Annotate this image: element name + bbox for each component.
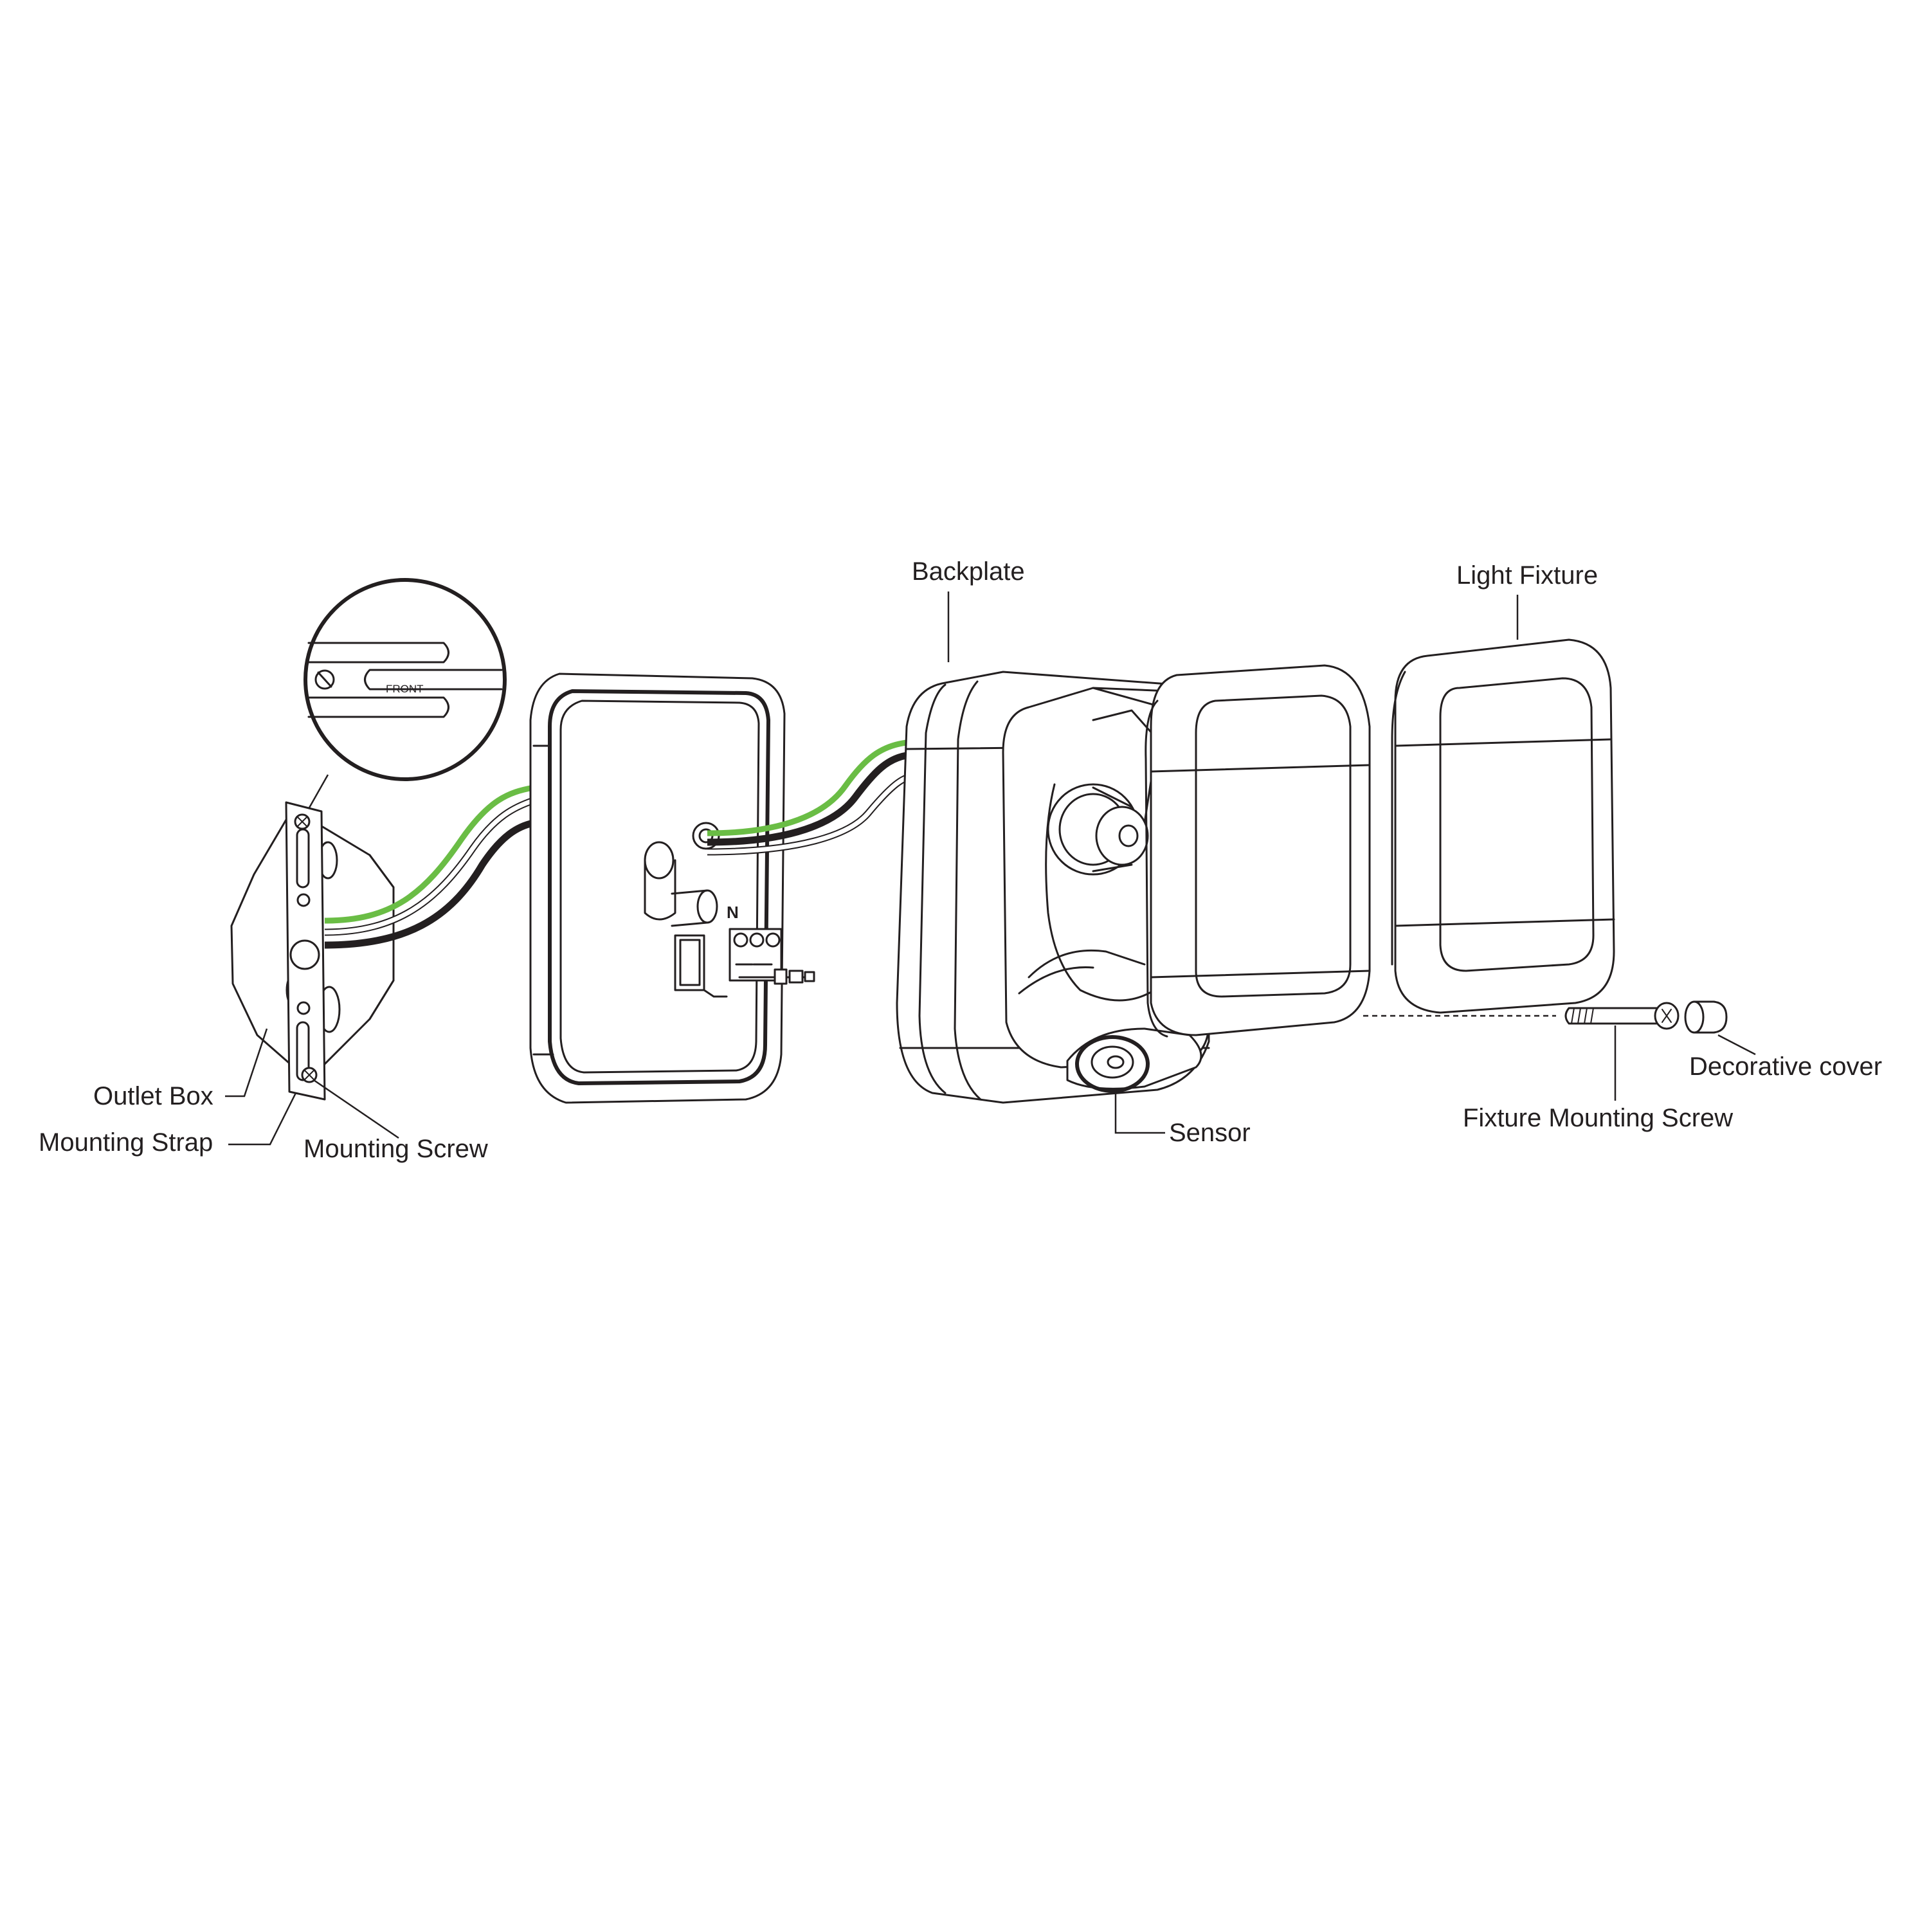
sensor-label: Sensor xyxy=(1169,1119,1251,1147)
ground-wire xyxy=(324,784,534,924)
fixture-mounting-screw xyxy=(1363,1002,1680,1030)
wires-gasket-to-backplate xyxy=(707,739,909,856)
decorative-cover-label: Decorative cover xyxy=(1689,1052,1882,1081)
sensor xyxy=(1066,1027,1202,1093)
mounting-strap xyxy=(285,801,326,1101)
light-fixture xyxy=(1391,638,1615,1014)
light-head-left xyxy=(1145,664,1371,1038)
wires-box-to-gasket xyxy=(324,784,535,949)
mounting-screw xyxy=(294,813,318,1083)
strap-detail-magnifier: FRONT xyxy=(303,578,507,809)
mounting-screw-label: Mounting Screw xyxy=(303,1135,488,1163)
light-fixture-label: Light Fixture xyxy=(1456,561,1598,590)
backplate-label: Backplate xyxy=(912,557,1025,586)
detail-front-label: FRONT xyxy=(386,683,424,695)
decorative-cover xyxy=(1684,1000,1728,1034)
gasket-plate: N xyxy=(529,673,815,1104)
ground-wire-2 xyxy=(707,739,907,836)
fixture-mounting-screw-label: Fixture Mounting Screw xyxy=(1463,1104,1733,1132)
outlet-box-label: Outlet Box xyxy=(93,1082,213,1110)
mounting-strap-label: Mounting Strap xyxy=(39,1128,213,1157)
neutral-terminal-label: N xyxy=(727,903,739,922)
